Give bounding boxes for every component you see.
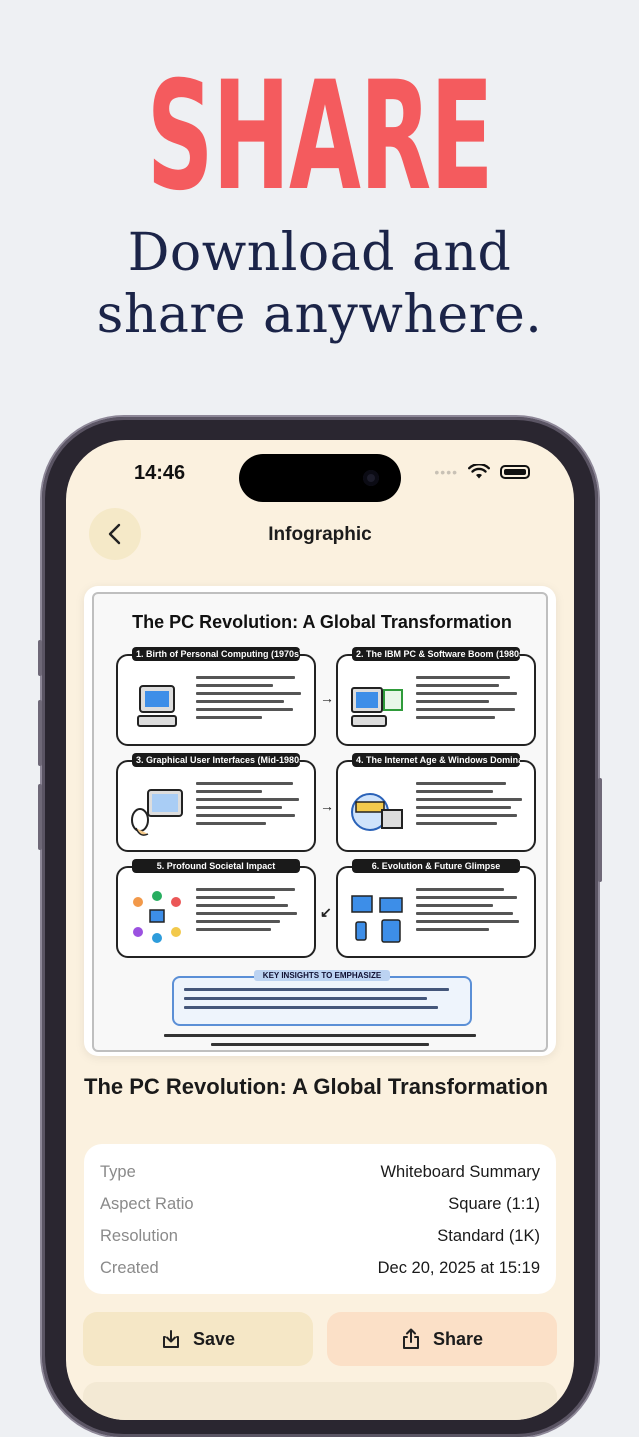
back-button[interactable]	[89, 508, 141, 560]
phone-mute-switch	[38, 640, 42, 676]
phone-power-button	[598, 778, 602, 882]
section-text	[196, 676, 306, 724]
detail-label: Aspect Ratio	[100, 1194, 194, 1213]
network-people-icon	[133, 891, 181, 943]
hero-subtitle: Download and share anywhere.	[0, 222, 639, 346]
signal-dots-icon: ••••	[434, 464, 458, 480]
share-button[interactable]: Share	[327, 1312, 557, 1366]
detail-value: Standard (1K)	[437, 1226, 540, 1245]
infographic-section-2: 2. The IBM PC & Software Boom (1980s)	[336, 647, 536, 746]
wifi-icon	[468, 464, 490, 479]
save-button[interactable]: Save	[83, 1312, 313, 1366]
share-up-arrow-icon	[402, 1328, 419, 1349]
infographic-section-4: 4. The Internet Age & Windows Dominance …	[336, 753, 536, 852]
infographic-preview[interactable]: The PC Revolution: A Global Transformati…	[84, 586, 556, 1056]
detail-row-type: Type Whiteboard Summary	[100, 1156, 540, 1188]
ibm-pc-icon	[351, 687, 403, 727]
details-card: Type Whiteboard Summary Aspect Ratio Squ…	[84, 1144, 556, 1294]
infographic-section-3: 3. Graphical User Interfaces (Mid-1980s)	[116, 753, 316, 852]
section-header: 4. The Internet Age & Windows Dominance …	[352, 753, 520, 767]
detail-label: Type	[100, 1162, 136, 1181]
infographic-section-1: 1. Birth of Personal Computing (1970s)	[116, 647, 316, 746]
save-label: Save	[192, 1328, 236, 1349]
arrow-icon: →	[320, 798, 334, 814]
nav-title: Infographic	[268, 524, 372, 545]
section-header: 6. Evolution & Future Glimpse	[352, 859, 520, 873]
section-text	[416, 888, 526, 936]
hero-title: SHARE	[146, 50, 494, 224]
detail-label: Resolution	[100, 1226, 178, 1245]
hero-subtitle-line-1: Download and	[127, 223, 512, 283]
arrow-icon: →	[320, 690, 334, 706]
mouse-gui-icon	[131, 789, 183, 836]
key-insights-box: KEY INSIGHTS TO EMPHASIZE	[172, 970, 472, 1026]
infographic-footer-text	[164, 1034, 476, 1052]
key-insights-title: KEY INSIGHTS TO EMPHASIZE	[254, 970, 390, 981]
app-screen: 14:46 •••• Infographic The PC Revolution…	[66, 440, 574, 1420]
key-insights-text	[184, 988, 460, 1015]
front-camera	[363, 470, 379, 486]
section-header: 1. Birth of Personal Computing (1970s)	[132, 647, 300, 661]
detail-row-resolution: Resolution Standard (1K)	[100, 1220, 540, 1252]
section-header: 3. Graphical User Interfaces (Mid-1980s)	[132, 753, 300, 767]
section-text	[416, 782, 526, 830]
section-header: 5. Profound Societal Impact	[132, 859, 300, 873]
next-card-peek	[83, 1382, 557, 1420]
retro-computer-icon	[137, 685, 177, 727]
infographic-section-5: 5. Profound Societal Impact	[116, 859, 316, 958]
detail-row-aspect-ratio: Aspect Ratio Square (1:1)	[100, 1188, 540, 1220]
globe-www-icon	[351, 793, 403, 831]
section-text	[416, 676, 526, 724]
detail-value: Whiteboard Summary	[380, 1162, 540, 1181]
detail-value: Square (1:1)	[448, 1194, 540, 1213]
arrow-icon: ↙	[320, 904, 332, 920]
document-title: The PC Revolution: A Global Transformati…	[84, 1074, 549, 1099]
section-text	[196, 782, 306, 830]
detail-label: Created	[100, 1258, 159, 1277]
infographic-title: The PC Revolution: A Global Transformati…	[132, 612, 512, 632]
phone-volume-down	[38, 784, 42, 850]
battery-icon	[500, 465, 530, 479]
detail-value: Dec 20, 2025 at 15:19	[377, 1258, 540, 1277]
whiteboard: The PC Revolution: A Global Transformati…	[92, 592, 548, 1052]
share-label: Share	[432, 1328, 484, 1349]
devices-evolution-icon	[351, 895, 403, 943]
infographic-section-6: 6. Evolution & Future Glimpse	[336, 859, 536, 958]
section-header: 2. The IBM PC & Software Boom (1980s)	[352, 647, 520, 661]
chevron-left-icon	[108, 523, 121, 545]
phone-volume-up	[38, 700, 42, 766]
dynamic-island	[239, 454, 401, 502]
status-indicators: ••••	[434, 464, 530, 480]
download-tray-icon	[162, 1330, 179, 1348]
detail-row-created: Created Dec 20, 2025 at 15:19	[100, 1252, 540, 1284]
status-time: 14:46	[134, 462, 186, 484]
hero-subtitle-line-2: share anywhere.	[96, 285, 543, 345]
section-text	[196, 888, 306, 936]
